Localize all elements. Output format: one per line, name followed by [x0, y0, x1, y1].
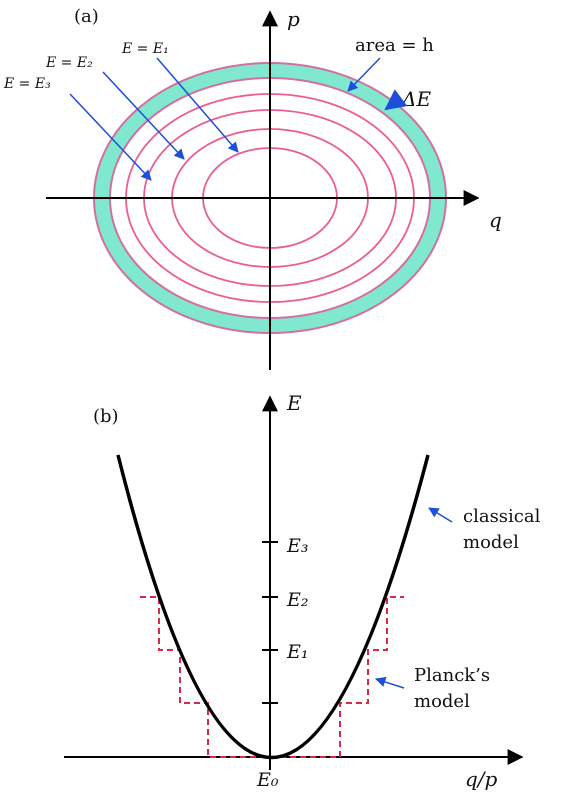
- axis-q-label: q: [489, 208, 502, 232]
- tick-label-e0: E₀: [256, 769, 279, 791]
- planck-label-line1: Planck’s: [414, 665, 490, 686]
- arrow-e3: [69, 93, 152, 181]
- arrow-area: [347, 57, 381, 92]
- panel-b-label: (b): [93, 406, 119, 427]
- classical-label-line2: model: [463, 532, 519, 553]
- label-e3: E = E₃: [3, 76, 51, 92]
- panel-b: (b) E q/p E₃ E₂ E₁ E₀ classical model Pl…: [64, 391, 541, 791]
- arrow-delta-e: [384, 89, 408, 111]
- arrow-e1: [156, 57, 239, 153]
- area-label: area = h: [355, 35, 434, 56]
- axis-p-label: p: [287, 7, 300, 31]
- planck-label-line2: model: [414, 691, 470, 712]
- panel-a-label: (a): [74, 6, 99, 27]
- label-e2: E = E₂: [45, 55, 93, 71]
- arrow-planck: [375, 676, 405, 689]
- tick-label-e3: E₃: [286, 535, 309, 557]
- label-e1: E = E₁: [121, 41, 169, 57]
- panel-a: (a) p q E = E₁ E = E₂ E = E₃ area = h ΔE: [3, 6, 502, 370]
- delta-e-label: ΔE: [401, 87, 431, 111]
- arrow-e2: [102, 71, 185, 160]
- axis-e-label: E: [286, 391, 302, 415]
- planck-staircase: [140, 596, 404, 758]
- tick-label-e1: E₁: [286, 641, 309, 663]
- axis-qp-label: q/p: [465, 767, 498, 791]
- tick-label-e2: E₂: [286, 589, 309, 611]
- classical-label-line1: classical: [463, 506, 541, 527]
- classical-parabola: [116, 454, 430, 759]
- arrow-classical: [428, 507, 453, 523]
